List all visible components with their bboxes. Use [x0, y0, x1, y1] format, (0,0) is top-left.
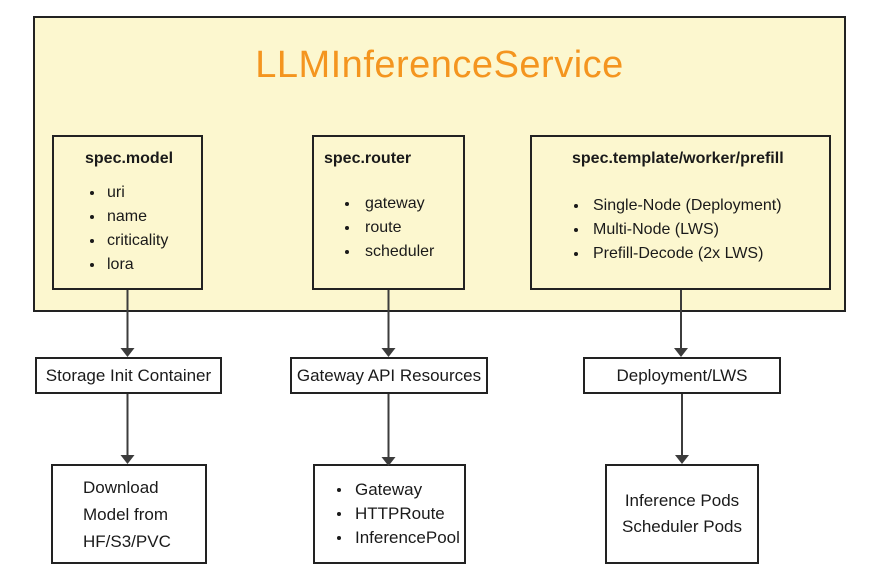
list-item-label: Multi-Node (LWS) — [593, 221, 719, 238]
list-item: lora — [54, 253, 201, 277]
list-item-label: lora — [107, 256, 134, 273]
download-model-box: Download Model from HF/S3/PVC — [51, 464, 207, 564]
list-item-label: Prefill-Decode (2x LWS) — [593, 245, 764, 262]
bullet-icon — [337, 512, 341, 516]
list-item: name — [54, 205, 201, 229]
list-item: route — [314, 216, 463, 240]
spec-template-worker-prefill-box: spec.template/worker/prefill Single-Node… — [530, 135, 831, 290]
spec-router-box: spec.router gateway route scheduler — [312, 135, 465, 290]
list-item-label: criticality — [107, 232, 169, 249]
bullet-icon — [90, 263, 94, 267]
list-item-label: route — [365, 219, 402, 236]
bullet-icon — [90, 215, 94, 219]
list-item: Single-Node (Deployment) — [532, 194, 829, 218]
bullet-icon — [345, 202, 349, 206]
bullet-icon — [345, 250, 349, 254]
bullet-icon — [337, 488, 341, 492]
list-item: Multi-Node (LWS) — [532, 218, 829, 242]
llminferenceservice-container: LLMInferenceService — [33, 16, 846, 312]
bullet-icon — [345, 226, 349, 230]
spec-router-list: gateway route scheduler — [314, 192, 463, 264]
list-item: scheduler — [314, 240, 463, 264]
download-line: Model from — [83, 504, 169, 524]
spec-model-heading: spec.model — [85, 150, 174, 167]
spec-model-box: spec.model uri name criticality lora — [52, 135, 203, 290]
inference-scheduler-pods-box: Inference Pods Scheduler Pods — [605, 464, 759, 564]
deployment-lws-box: Deployment/LWS — [583, 357, 781, 394]
gateway-api-resources-box: Gateway API Resources — [290, 357, 488, 394]
spec-template-list: Single-Node (Deployment) Multi-Node (LWS… — [532, 194, 829, 266]
download-line: Download — [83, 477, 159, 497]
list-item-label: uri — [107, 184, 125, 201]
diagram-title: LLMInferenceService — [255, 44, 624, 86]
gateway-resources-list: Gateway HTTPRoute InferencePool — [315, 478, 464, 550]
list-item: HTTPRoute — [315, 502, 464, 526]
bullet-icon — [574, 252, 578, 256]
list-item: Prefill-Decode (2x LWS) — [532, 242, 829, 266]
bullet-icon — [574, 204, 578, 208]
deployment-lws-label: Deployment/LWS — [616, 365, 748, 385]
list-item-label: name — [107, 208, 148, 225]
list-item-label: Gateway — [355, 480, 423, 499]
pods-line: Scheduler Pods — [621, 517, 743, 536]
bullet-icon — [337, 536, 341, 540]
list-item: criticality — [54, 229, 201, 253]
storage-init-container-box: Storage Init Container — [35, 357, 222, 394]
arrow-storage-init-to-download — [120, 394, 135, 464]
arrow-gateway-api-to-resources — [381, 394, 396, 466]
list-item: Gateway — [315, 478, 464, 502]
list-item-label: Single-Node (Deployment) — [593, 197, 782, 214]
spec-model-list: uri name criticality lora — [54, 181, 201, 277]
list-item-label: scheduler — [365, 243, 435, 260]
list-item: InferencePool — [315, 526, 464, 550]
arrow-deployment-to-pods — [675, 394, 689, 464]
gateway-api-resources-label: Gateway API Resources — [296, 365, 482, 385]
storage-init-container-label: Storage Init Container — [45, 365, 212, 385]
list-item: uri — [54, 181, 201, 205]
download-line: HF/S3/PVC — [83, 531, 171, 551]
list-item-label: InferencePool — [355, 528, 460, 547]
gateway-resources-list-box: Gateway HTTPRoute InferencePool — [313, 464, 466, 564]
spec-template-heading: spec.template/worker/prefill — [572, 150, 784, 167]
list-item-label: HTTPRoute — [355, 504, 445, 523]
bullet-icon — [574, 228, 578, 232]
spec-router-heading: spec.router — [324, 150, 412, 167]
bullet-icon — [90, 239, 94, 243]
pods-line: Inference Pods — [624, 491, 740, 510]
bullet-icon — [90, 191, 94, 195]
list-item-label: gateway — [365, 195, 425, 212]
list-item: gateway — [314, 192, 463, 216]
